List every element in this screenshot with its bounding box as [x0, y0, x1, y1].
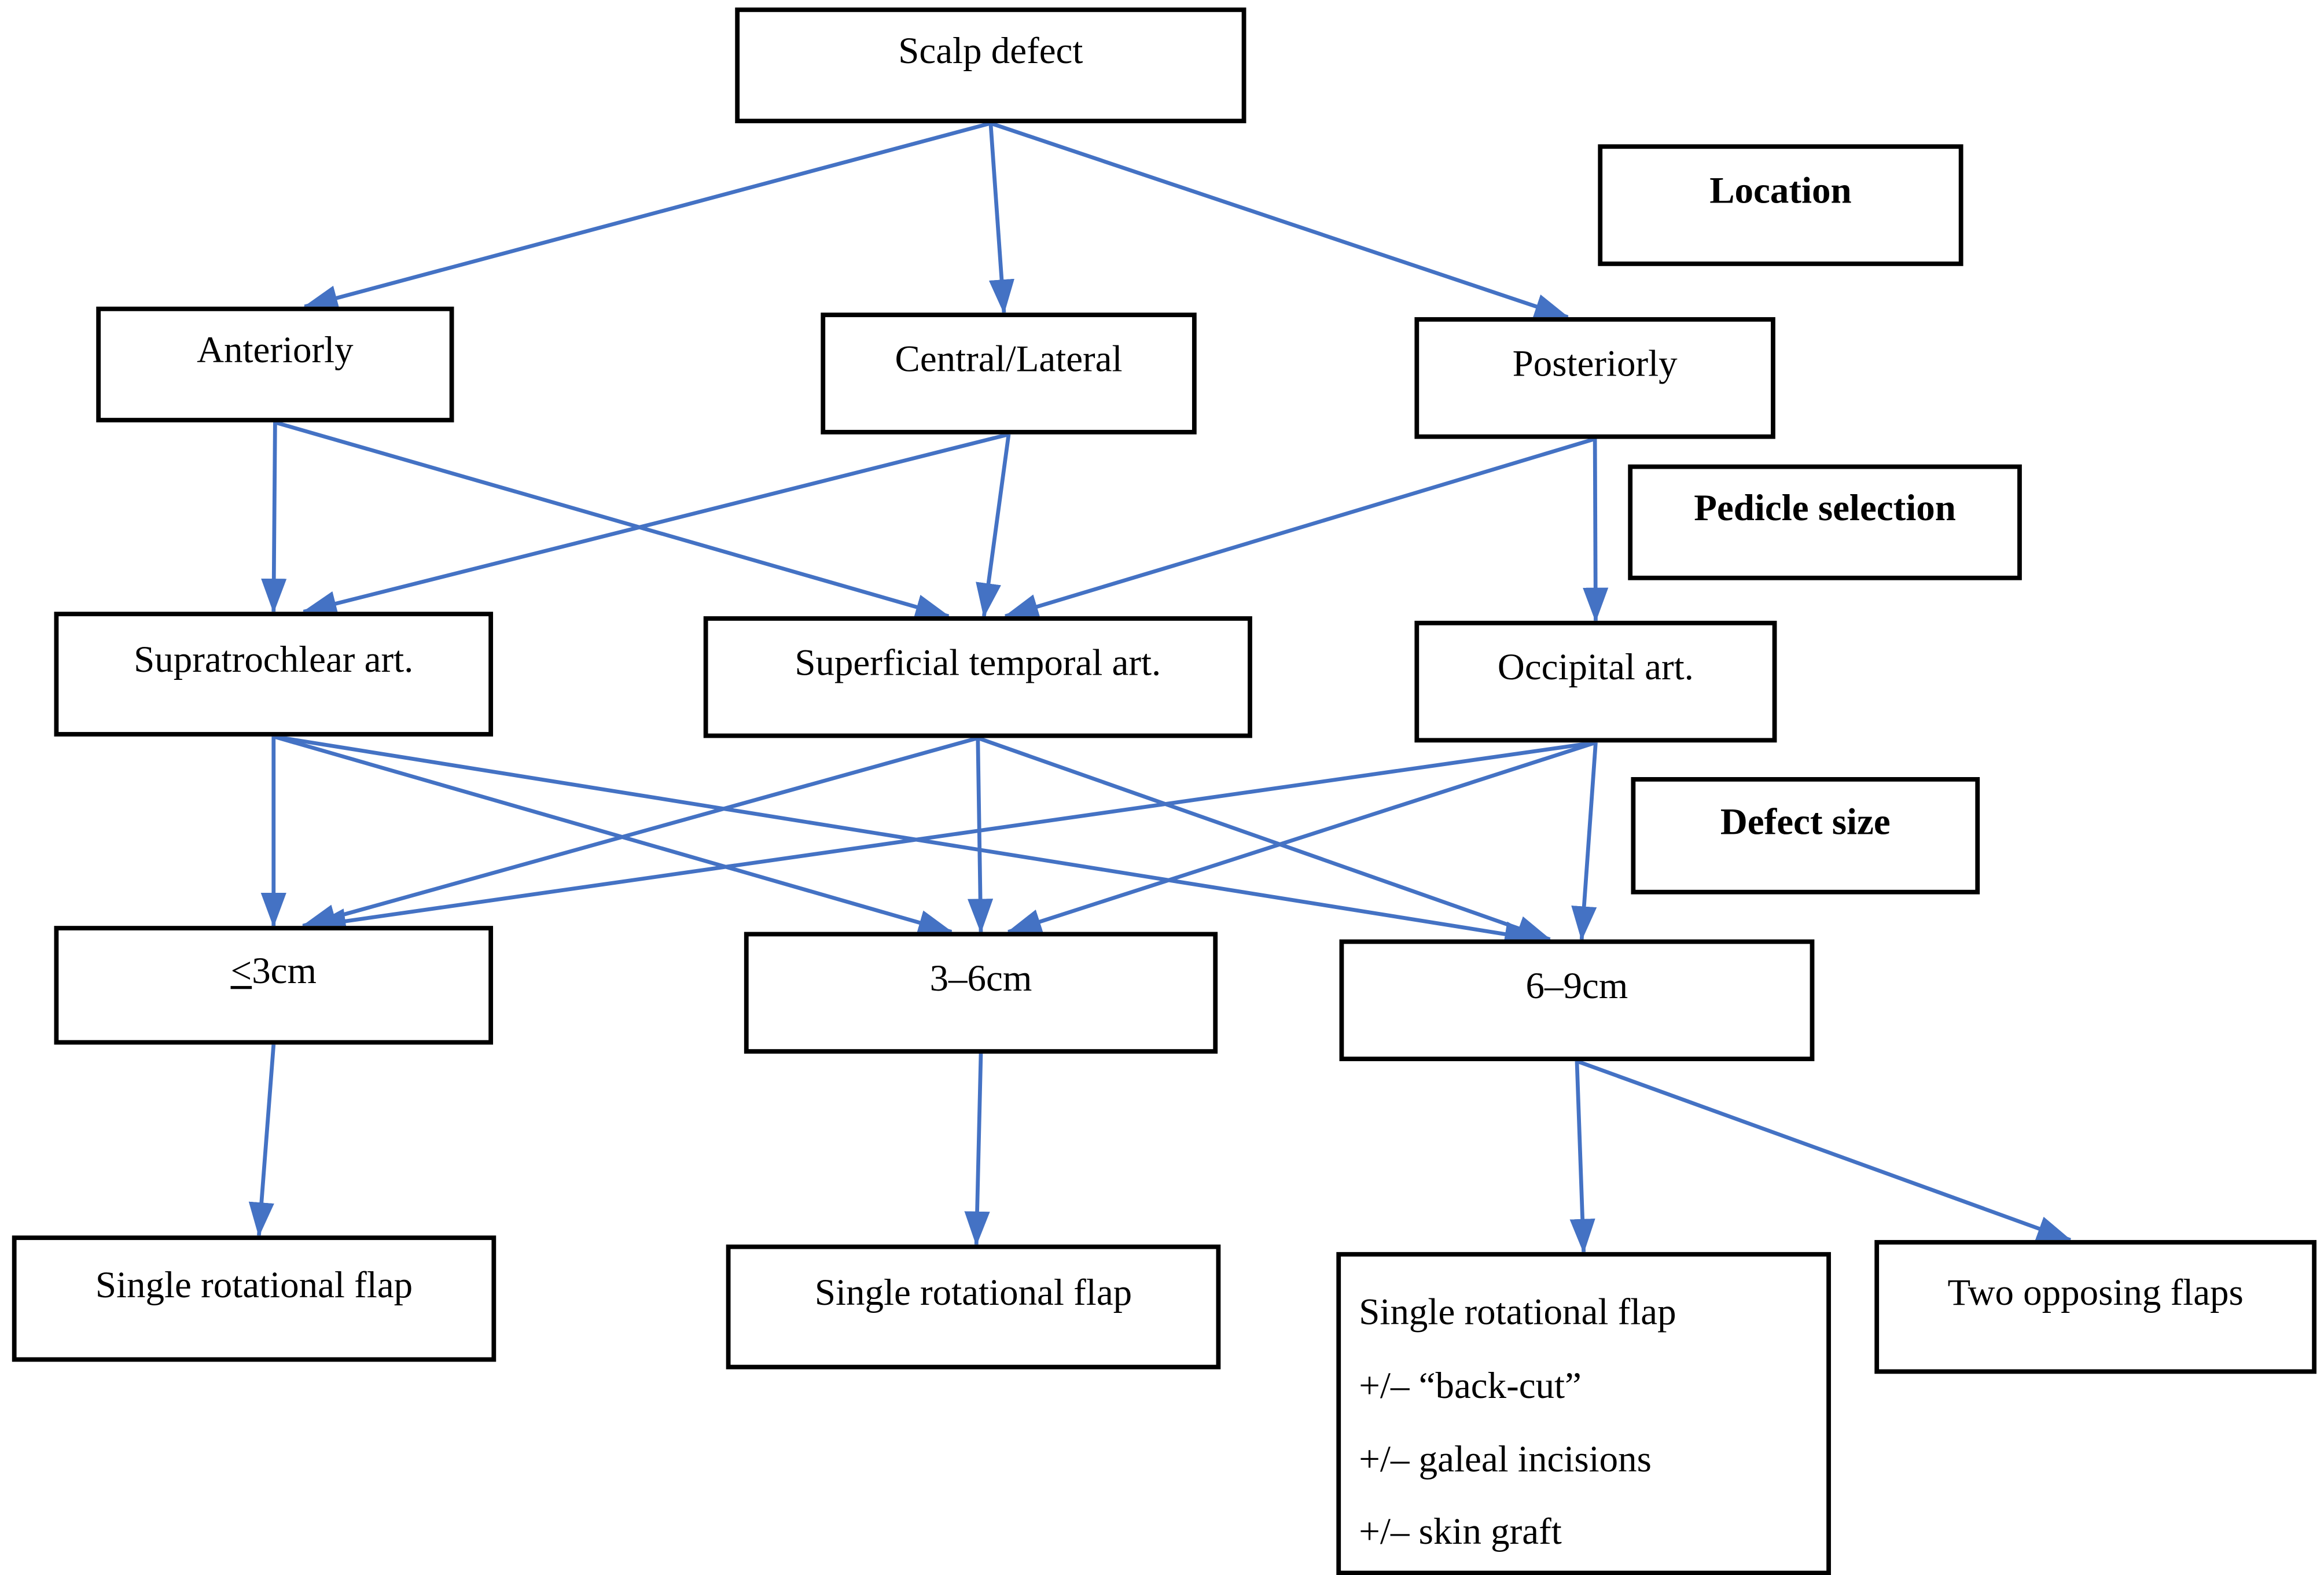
- node-anteriorly: Anteriorly: [96, 306, 454, 422]
- node-superficial-temporal-artery: Superficial temporal art.: [703, 616, 1252, 738]
- node-supratrochlear-artery: Supratrochlear art.: [54, 612, 494, 737]
- node-size-3-6cm: 3–6cm: [744, 932, 1218, 1054]
- stage-label-text: Pedicle selection: [1694, 488, 1956, 529]
- node-size-under-3cm: <3cm: [54, 926, 494, 1045]
- stage-label-location: Location: [1598, 144, 1963, 266]
- stage-label-pedicle-selection: Pedicle selection: [1628, 464, 2022, 580]
- node-size-6-9cm: 6–9cm: [1339, 939, 1815, 1061]
- node-scalp-defect: Scalp defect: [735, 7, 1246, 124]
- node-label: Central/Lateral: [895, 340, 1123, 381]
- node-label: 3–6cm: [929, 959, 1032, 1000]
- node-label: Supratrochlear art.: [134, 640, 414, 682]
- node-single-rotational-flap-options: Single rotational flap +/– “back-cut” +/…: [1336, 1252, 1831, 1575]
- node-two-opposing-flaps: Two opposing flaps: [1874, 1240, 2317, 1374]
- node-label: Single rotational flap: [814, 1273, 1132, 1314]
- node-label: Two opposing flaps: [1947, 1273, 2244, 1314]
- node-label: Posteriorly: [1512, 344, 1678, 385]
- stage-label-text: Defect size: [1720, 802, 1891, 843]
- node-line: +/– skin graft: [1359, 1512, 1562, 1554]
- node-label: Occipital art.: [1497, 647, 1694, 689]
- node-line: +/– galeal incisions: [1359, 1439, 1652, 1480]
- node-label: Scalp defect: [898, 31, 1083, 73]
- stage-label-defect-size: Defect size: [1631, 777, 1980, 895]
- node-label: 6–9cm: [1525, 966, 1628, 1007]
- node-posteriorly: Posteriorly: [1414, 317, 1775, 439]
- node-single-rotational-flap-2: Single rotational flap: [726, 1244, 1221, 1370]
- node-central-lateral: Central/Lateral: [821, 312, 1197, 435]
- node-line: +/– “back-cut”: [1359, 1366, 1582, 1407]
- node-label: Superficial temporal art.: [795, 643, 1161, 685]
- node-single-rotational-flap-1: Single rotational flap: [12, 1235, 497, 1362]
- node-line: Single rotational flap: [1359, 1292, 1676, 1334]
- node-label: <3cm: [230, 951, 317, 992]
- stage-label-text: Location: [1709, 171, 1852, 212]
- node-occipital-artery: Occipital art.: [1414, 620, 1777, 743]
- node-label: Single rotational flap: [95, 1265, 413, 1306]
- node-label: Anteriorly: [197, 330, 354, 371]
- less-equal-sign: <: [230, 951, 252, 992]
